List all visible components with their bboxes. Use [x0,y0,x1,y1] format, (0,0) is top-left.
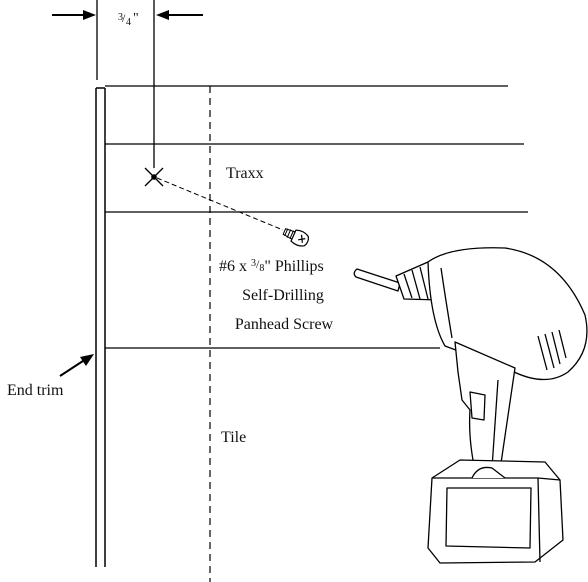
end-trim-arrow [59,354,94,377]
traxx-label: Traxx [226,165,264,182]
screw-callout-line2: Self-Drilling [242,287,324,304]
screw-location-mark [144,167,164,187]
screw-callout-line1: #6 x 3/8" Phillips [219,257,324,275]
screw-icon [282,228,310,247]
dimension-label: 3 / 4 " [118,7,139,29]
screw-path-dashed [156,177,284,231]
screw-callout-line3: Panhead Screw [235,316,334,333]
cordless-drill-icon [353,247,588,564]
tile-label: Tile [221,429,246,446]
end-trim-label: End trim [7,382,64,399]
dimension-arrow-right [156,10,203,20]
dimension-arrow-left [52,10,96,20]
